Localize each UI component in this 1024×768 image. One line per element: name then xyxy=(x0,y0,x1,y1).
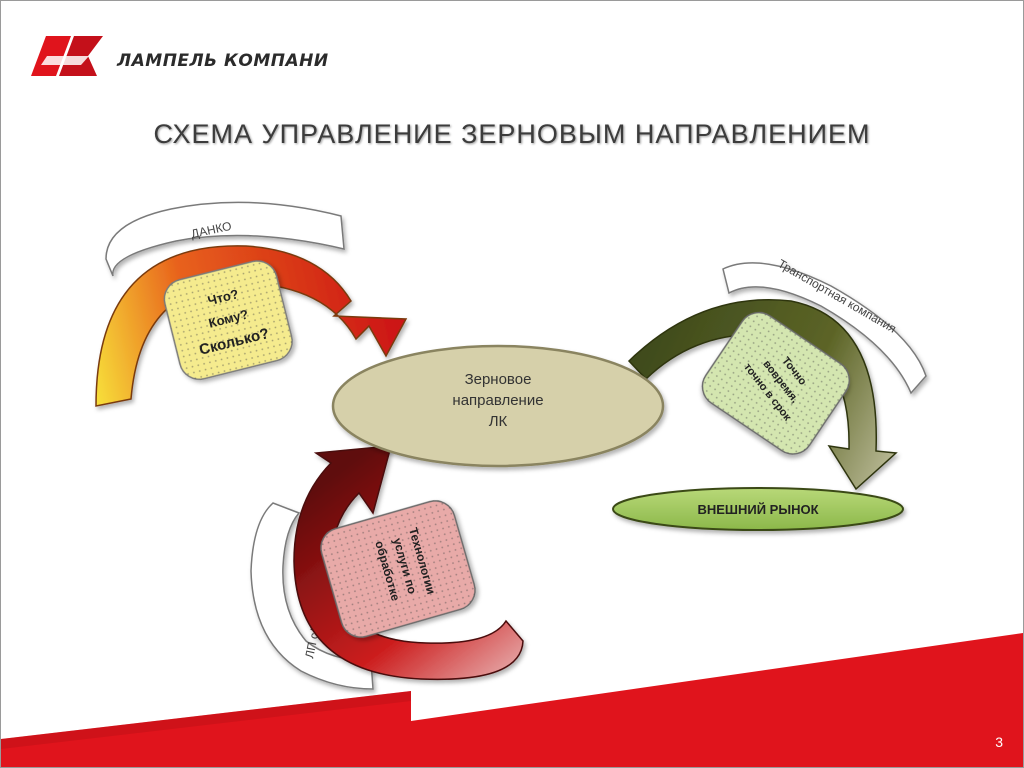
danko-card: Что? Кому? Сколько? xyxy=(163,260,293,381)
center-node-line-2: направление xyxy=(452,392,543,409)
center-node: Зерновое направление ЛК xyxy=(331,344,665,468)
center-node-line-1: Зерновое xyxy=(465,371,532,388)
company-logo-icon xyxy=(31,36,103,76)
market-node-label: ВНЕШНИЙ РЫНОК xyxy=(697,502,818,517)
danko-card-line-1: Что? xyxy=(206,286,240,308)
center-node-line-3: ЛК xyxy=(489,413,508,430)
market-node: ВНЕШНИЙ РЫНОК xyxy=(612,487,904,531)
company-name: ЛАМПЕЛЬ КОМПАНИ xyxy=(117,51,329,71)
slide-title: СХЕМА УПРАВЛЕНИЕ ЗЕРНОВЫМ НАПРАВЛЕНИЕМ xyxy=(153,119,871,149)
transport-card: Точно вовремя, точно в срок xyxy=(701,311,851,455)
page-number: 3 xyxy=(995,734,1003,750)
footer-band xyxy=(1,633,1023,767)
danko-band: ДАНКО xyxy=(105,201,345,277)
machinery-card: Технологии услуги по обработке xyxy=(320,500,476,638)
